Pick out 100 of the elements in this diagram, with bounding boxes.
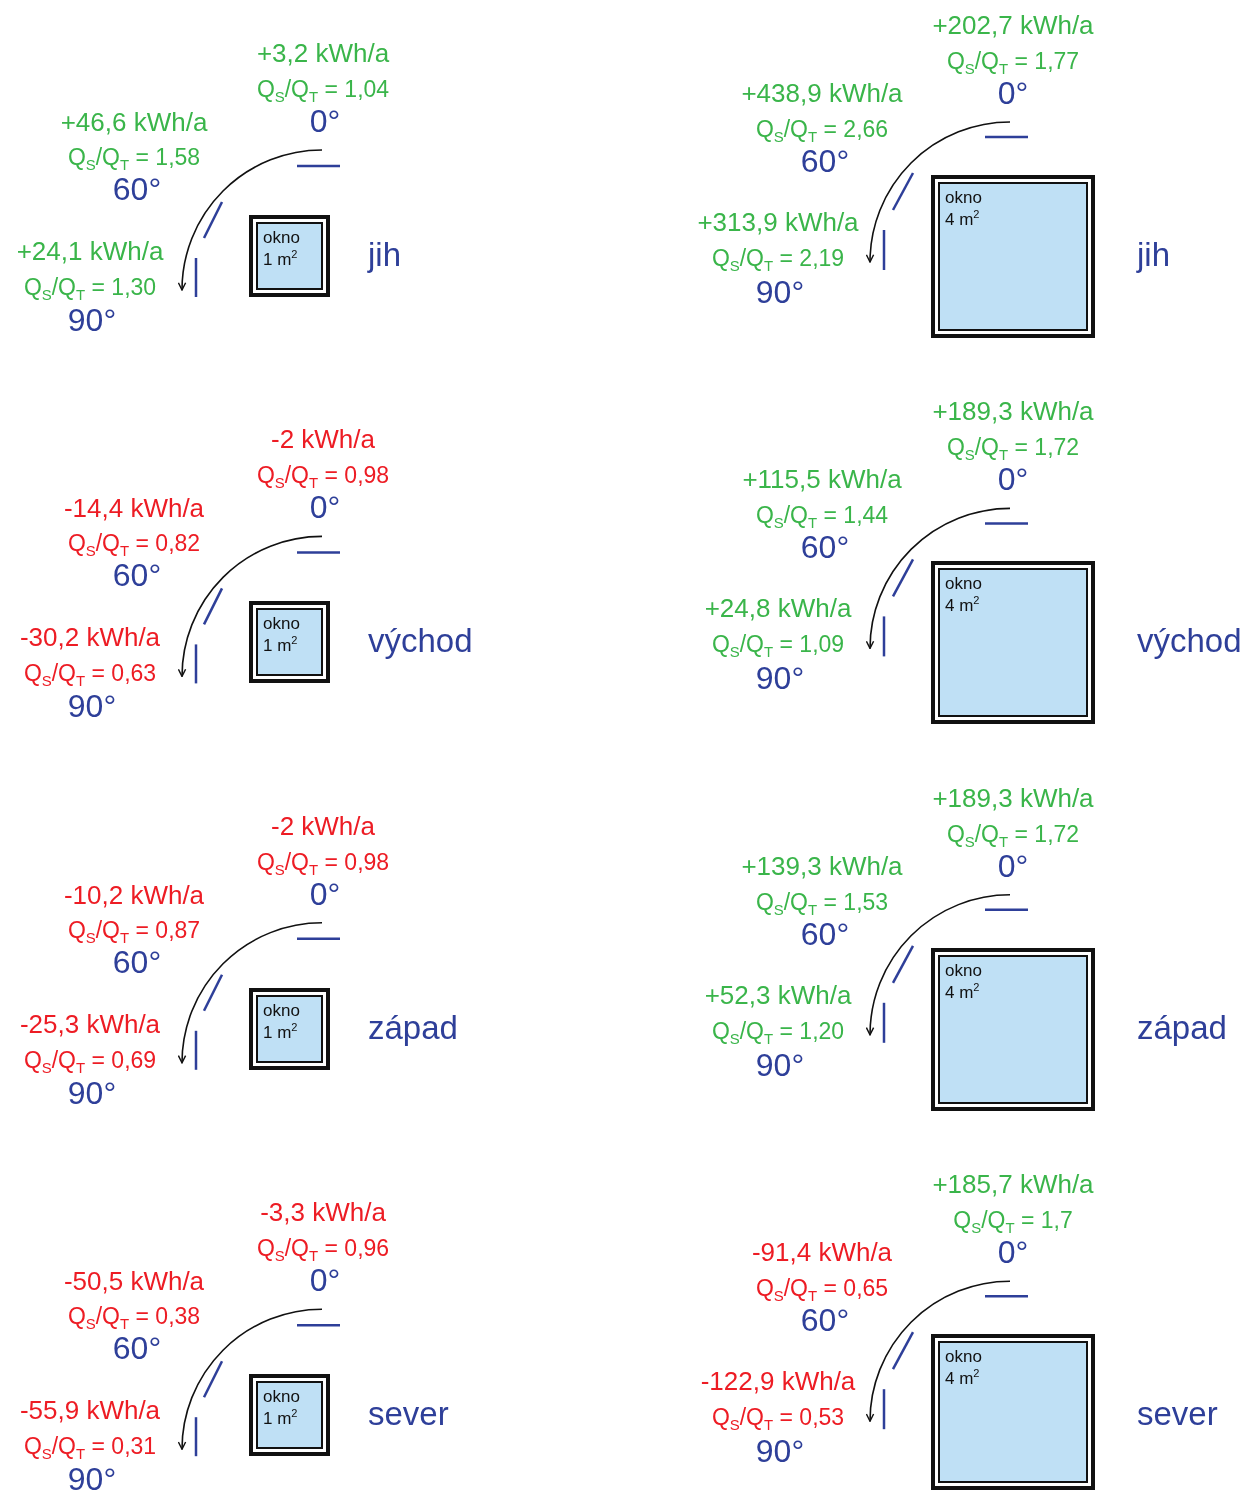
window-label: 4 m$^{2}$ [945,595,980,618]
energy-balance-label: -10,2 kWh/a [63,881,205,908]
energy-balance-label: -55,9 kWh/a [19,1397,161,1424]
orientation-label: sever [368,1396,449,1430]
energy-balance-label: +115,5 kWh/a [742,466,902,493]
angle-label: 0° [997,849,1029,882]
energy-balance-label: +313,9 kWh/a [697,209,859,235]
energy-balance-label: -3,3 kWh/a [260,1199,386,1226]
ratio-label: Q$_{S}$/Q$_{T}$ = 1,04 [256,77,390,101]
ratio-label: Q$_{S}$/Q$_{T}$ = 1,53 [755,890,889,914]
ratio-label: Q$_{S}$/Q$_{T}$ = 0,98 [256,850,390,874]
energy-balance-label: -50,5 kWh/a [63,1268,205,1295]
energy-balance-label: -91,4 kWh/a [751,1239,893,1266]
window-label: 1 m$^{2}$ [263,1021,298,1044]
angle-label: 60° [800,145,850,177]
ratio-label: Q$_{S}$/Q$_{T}$ = 1,72 [946,822,1080,846]
window-label: 1 m$^{2}$ [263,249,298,272]
energy-balance-label: +3,2 kWh/a [256,40,390,66]
energy-balance-label: -30,2 kWh/a [19,624,161,651]
angle-label: 0° [309,491,341,524]
energy-balance-label: +24,8 kWh/a [704,595,852,622]
window-label: 1 m$^{2}$ [263,635,298,658]
ratio-label: Q$_{S}$/Q$_{T}$ = 0,38 [67,1304,201,1328]
energy-balance-label: +189,3 kWh/a [932,398,1094,425]
window-label: okno [263,999,300,1022]
angle-label: 90° [755,1435,805,1468]
energy-balance-label: +46,6 kWh/a [60,109,208,135]
angle-label: 90° [67,1463,117,1492]
angle-label: 90° [67,690,117,723]
ratio-label: Q$_{S}$/Q$_{T}$ = 0,96 [256,1236,390,1260]
energy-balance-label: +139,3 kWh/a [741,852,903,879]
window-label: okno [263,1386,300,1409]
angle-label: 60° [800,917,850,950]
orientation-label: sever [1137,1396,1218,1430]
angle-label: 90° [755,1048,805,1081]
orientation-label: jih [1137,237,1171,271]
ratio-label: Q$_{S}$/Q$_{T}$ = 2,19 [711,246,845,270]
ratio-label: Q$_{S}$/Q$_{T}$ = 1,30 [23,275,157,299]
window-label: 4 m$^{2}$ [945,1368,980,1391]
angle-label: 60° [112,559,162,592]
ratio-label: Q$_{S}$/Q$_{T}$ = 1,20 [711,1019,845,1043]
ratio-label: Q$_{S}$/Q$_{T}$ = 1,72 [946,435,1080,459]
angle-label: 90° [67,1076,117,1109]
window-frame [931,947,1095,1111]
orientation-label: západ [368,1010,458,1044]
angle-label: 90° [755,276,805,308]
ratio-label: Q$_{S}$/Q$_{T}$ = 1,44 [755,503,889,527]
angle-label: 90° [67,304,117,336]
ratio-label: Q$_{S}$/Q$_{T}$ = 0,53 [711,1405,845,1429]
ratio-label: Q$_{S}$/Q$_{T}$ = 0,63 [23,661,157,685]
window-label: 1 m$^{2}$ [263,1408,298,1431]
ratio-label: Q$_{S}$/Q$_{T}$ = 1,77 [946,49,1080,73]
orientation-label: východ [1137,623,1242,657]
window-label: okno [945,1346,982,1369]
window-label: okno [263,613,300,636]
energy-balance-label: +202,7 kWh/a [932,12,1094,38]
angle-label: 0° [309,877,341,910]
ratio-label: Q$_{S}$/Q$_{T}$ = 0,87 [67,918,201,942]
window-frame [931,561,1095,725]
window-frame [249,987,330,1070]
window-label: okno [945,187,982,209]
angle-label: 60° [800,1304,850,1337]
angle-label: 0° [997,463,1029,496]
window-label: okno [945,573,982,596]
window-label: okno [945,959,982,982]
ratio-label: Q$_{S}$/Q$_{T}$ = 0,65 [755,1276,889,1300]
angle-label: 60° [112,1332,162,1365]
window-frame [931,1334,1095,1490]
angle-label: 0° [997,1236,1029,1269]
ratio-label: Q$_{S}$/Q$_{T}$ = 0,31 [23,1434,157,1458]
angle-label: 60° [112,945,162,978]
window-label: okno [263,227,300,249]
energy-balance-label: +52,3 kWh/a [704,981,852,1008]
energy-balance-label: -2 kWh/a [271,812,375,839]
orientation-label: jih [368,237,402,271]
orientation-label: východ [368,623,473,657]
energy-balance-label: -14,4 kWh/a [63,495,205,522]
energy-balance-label: +185,7 kWh/a [932,1171,1094,1198]
ratio-label: Q$_{S}$/Q$_{T}$ = 1,58 [67,145,201,169]
angle-label: 90° [755,662,805,695]
window-frame [249,215,330,297]
energy-balance-label: +189,3 kWh/a [932,784,1094,811]
window-label: 4 m$^{2}$ [945,209,980,232]
angle-label: 0° [309,1264,341,1297]
ratio-label: Q$_{S}$/Q$_{T}$ = 1,7 [953,1208,1073,1232]
window-frame [249,1374,330,1457]
angle-label: 0° [997,77,1029,109]
angle-label: 60° [800,531,850,564]
energy-balance-label: -2 kWh/a [271,426,375,453]
ratio-label: Q$_{S}$/Q$_{T}$ = 0,98 [256,463,390,487]
energy-balance-label: +438,9 kWh/a [741,80,903,106]
energy-balance-label: -25,3 kWh/a [19,1010,161,1037]
ratio-label: Q$_{S}$/Q$_{T}$ = 0,82 [67,531,201,555]
window-frame [249,601,330,684]
energy-balance-label: +24,1 kWh/a [16,238,164,264]
ratio-label: Q$_{S}$/Q$_{T}$ = 0,69 [23,1048,157,1072]
ratio-label: Q$_{S}$/Q$_{T}$ = 2,66 [755,117,889,141]
ratio-label: Q$_{S}$/Q$_{T}$ = 1,09 [711,632,845,656]
window-label: 4 m$^{2}$ [945,981,980,1004]
energy-balance-label: -122,9 kWh/a [700,1368,856,1395]
